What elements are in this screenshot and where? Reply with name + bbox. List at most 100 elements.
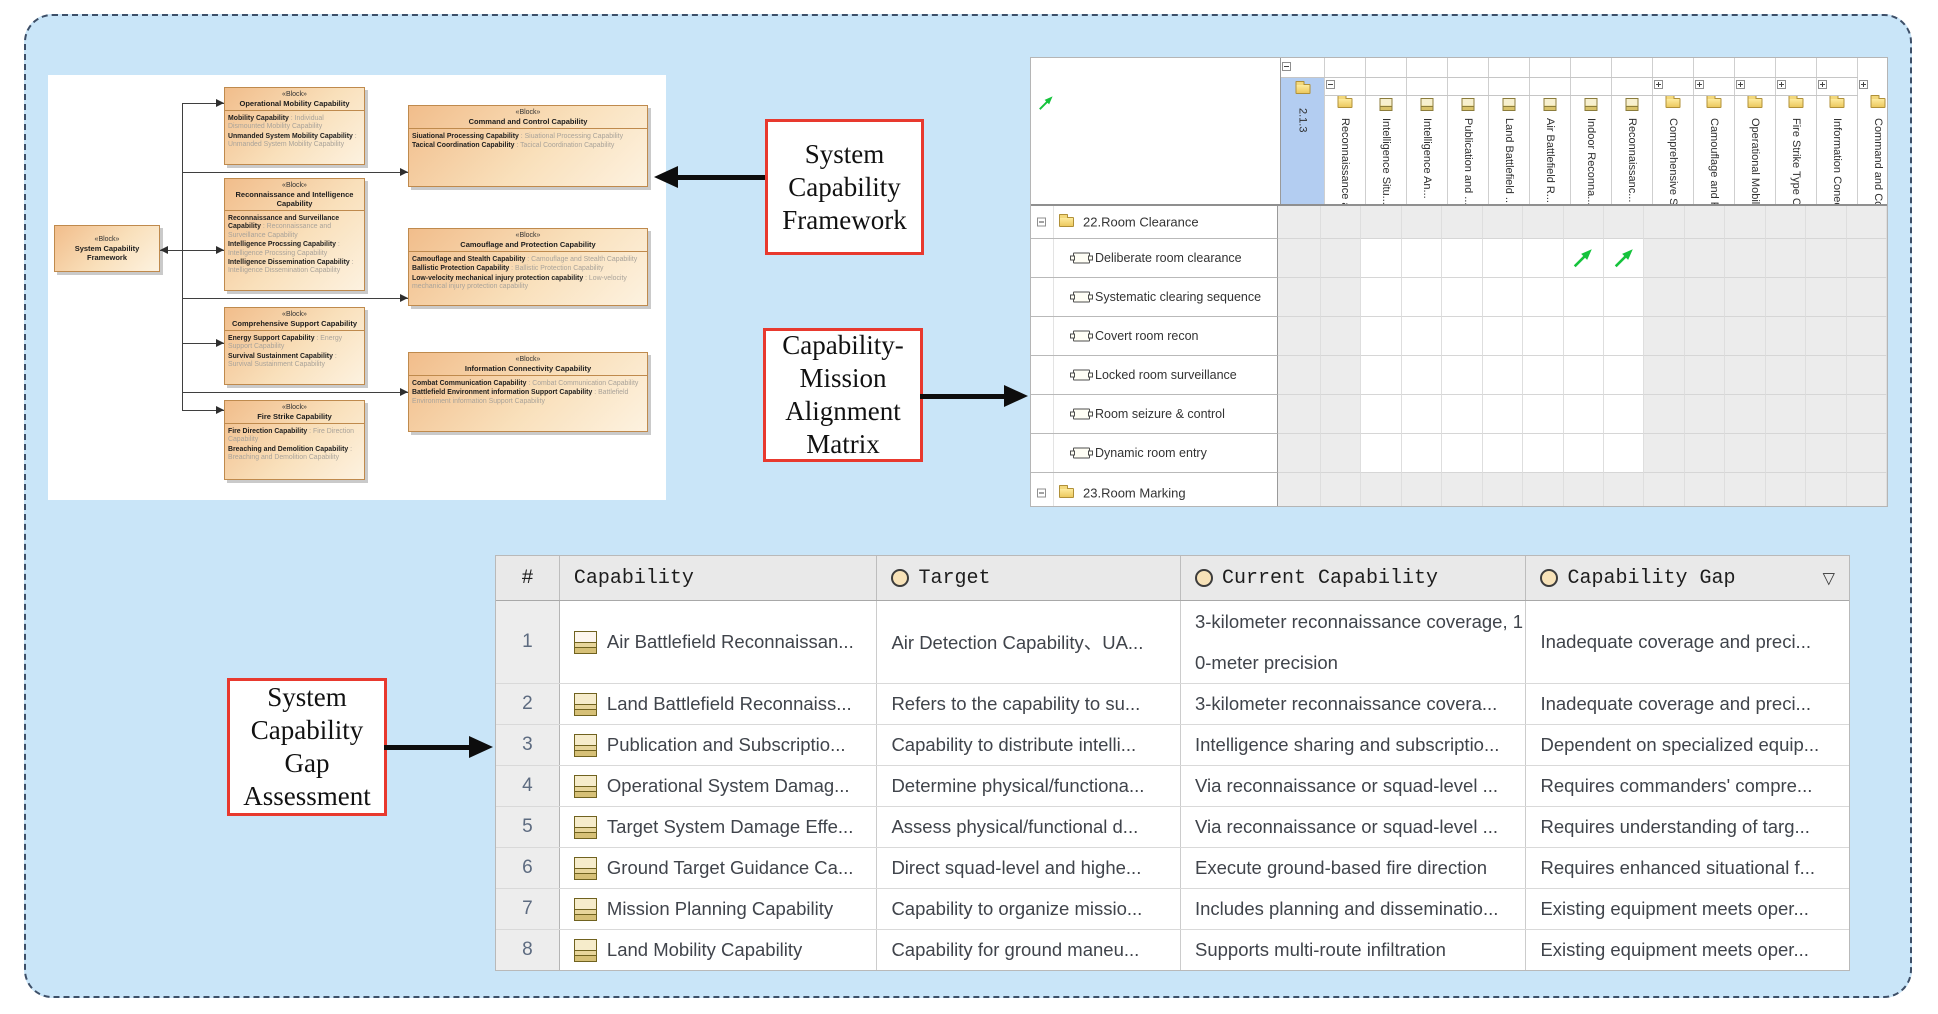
matrix-cell[interactable] [1442,473,1483,506]
sysml-block[interactable]: «Block»Camouflage and Protection Capabil… [408,228,648,306]
sysml-block[interactable]: «Block»Reconnaissance and Intelligence C… [224,178,365,291]
matrix-cell[interactable] [1320,239,1362,278]
matrix-cell[interactable] [1320,317,1362,356]
matrix-cell[interactable] [1846,473,1887,506]
matrix-cell[interactable] [1765,356,1807,395]
expand-icon[interactable] [1695,80,1704,89]
matrix-cell[interactable] [1401,434,1443,473]
matrix-cell[interactable] [1644,434,1685,473]
table-header-target[interactable]: Target [877,556,1181,600]
matrix-cell[interactable] [1563,239,1604,278]
table-header-capability[interactable]: Capability [560,556,878,600]
matrix-cell[interactable] [1442,239,1483,278]
matrix-cell[interactable] [1523,206,1564,239]
matrix-cell[interactable] [1806,395,1847,434]
matrix-cell[interactable] [1482,434,1524,473]
matrix-cell[interactable] [1442,395,1483,434]
matrix-column-header[interactable]: Command and Co... [1858,58,1887,204]
matrix-cell[interactable] [1725,278,1766,317]
matrix-row-header[interactable]: Dynamic room entry [1031,434,1278,473]
matrix-cell[interactable] [1482,206,1524,239]
matrix-cell[interactable] [1806,473,1847,506]
matrix-cell[interactable] [1603,434,1645,473]
matrix-cell[interactable] [1482,395,1524,434]
matrix-cell[interactable] [1482,473,1524,506]
matrix-column-header[interactable]: Operational Mobilit... [1735,58,1776,204]
matrix-cell[interactable] [1563,473,1604,506]
matrix-cell[interactable] [1563,356,1604,395]
matrix-cell[interactable] [1442,206,1483,239]
matrix-row-header[interactable]: Deliberate room clearance [1031,239,1278,278]
matrix-cell[interactable] [1277,356,1321,395]
matrix-row-header[interactable]: Locked room surveillance [1031,356,1278,395]
matrix-cell[interactable] [1644,239,1685,278]
matrix-cell[interactable] [1401,395,1443,434]
matrix-cell[interactable] [1684,356,1726,395]
expand-icon[interactable] [1859,80,1868,89]
matrix-cell[interactable] [1603,239,1645,278]
matrix-cell[interactable] [1765,278,1807,317]
matrix-column-header[interactable]: Intelligence An... [1407,58,1448,204]
matrix-cell[interactable] [1523,395,1564,434]
matrix-column-header[interactable]: 2.1.3 [1281,58,1325,204]
expand-icon[interactable] [1654,80,1663,89]
table-header--[interactable]: # [496,556,560,600]
matrix-cell[interactable] [1361,206,1402,239]
matrix-cell[interactable] [1644,356,1685,395]
matrix-cell[interactable] [1277,317,1321,356]
matrix-cell[interactable] [1442,356,1483,395]
matrix-column-header[interactable]: Air Battlefield R... [1530,58,1571,204]
matrix-cell[interactable] [1563,434,1604,473]
matrix-cell[interactable] [1320,278,1362,317]
sysml-block[interactable]: «Block»System Capability Framework [54,225,160,272]
matrix-column-header[interactable]: Reconnaissance a... [1325,58,1366,204]
matrix-cell[interactable] [1846,206,1887,239]
matrix-cell[interactable] [1725,395,1766,434]
matrix-cell[interactable] [1523,278,1564,317]
matrix-cell[interactable] [1765,395,1807,434]
matrix-column-header[interactable]: Camouflage and P... [1694,58,1735,204]
matrix-cell[interactable] [1401,278,1443,317]
matrix-cell[interactable] [1603,317,1645,356]
matrix-cell[interactable] [1361,356,1402,395]
matrix-cell[interactable] [1320,206,1362,239]
matrix-cell[interactable] [1846,317,1887,356]
matrix-cell[interactable] [1846,278,1887,317]
matrix-cell[interactable] [1644,317,1685,356]
matrix-cell[interactable] [1684,473,1726,506]
matrix-cell[interactable] [1725,473,1766,506]
matrix-cell[interactable] [1684,278,1726,317]
matrix-cell[interactable] [1725,356,1766,395]
matrix-row-header[interactable]: Covert room recon [1031,317,1278,356]
matrix-column-header[interactable]: Reconnaissanc... [1612,58,1653,204]
matrix-cell[interactable] [1320,473,1362,506]
matrix-cell[interactable] [1563,206,1604,239]
matrix-cell[interactable] [1806,278,1847,317]
matrix-cell[interactable] [1320,356,1362,395]
matrix-cell[interactable] [1442,317,1483,356]
matrix-cell[interactable] [1806,434,1847,473]
matrix-cell[interactable] [1684,239,1726,278]
matrix-cell[interactable] [1277,278,1321,317]
matrix-cell[interactable] [1361,317,1402,356]
matrix-cell[interactable] [1482,317,1524,356]
matrix-cell[interactable] [1603,473,1645,506]
matrix-cell[interactable] [1684,206,1726,239]
matrix-cell[interactable] [1482,278,1524,317]
matrix-cell[interactable] [1603,356,1645,395]
matrix-cell[interactable] [1563,395,1604,434]
matrix-cell[interactable] [1523,434,1564,473]
matrix-cell[interactable] [1806,317,1847,356]
matrix-cell[interactable] [1401,317,1443,356]
matrix-cell[interactable] [1401,206,1443,239]
matrix-cell[interactable] [1603,206,1645,239]
matrix-cell[interactable] [1523,317,1564,356]
matrix-column-header[interactable]: Comprehensive Su... [1653,58,1694,204]
matrix-cell[interactable] [1277,434,1321,473]
matrix-cell[interactable] [1277,395,1321,434]
